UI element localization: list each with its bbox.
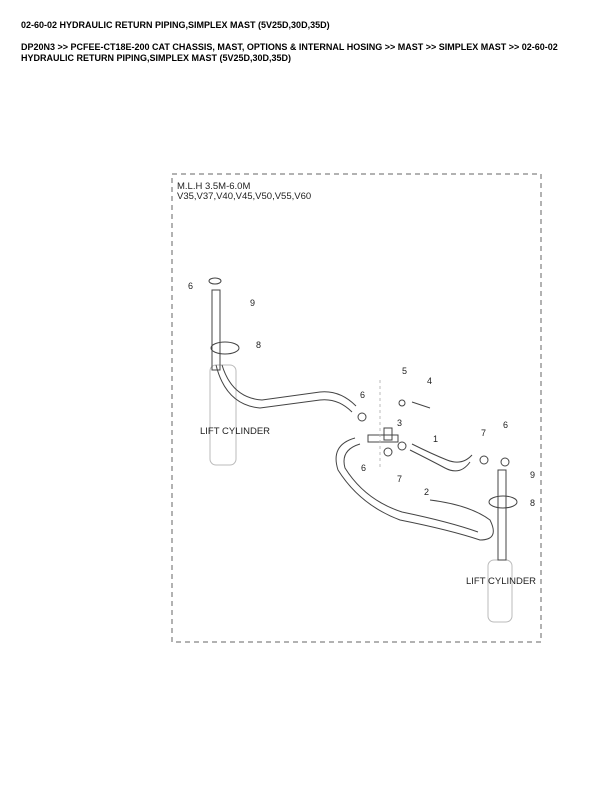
callout-6: 6: [361, 463, 366, 473]
callout-9: 9: [250, 298, 255, 308]
callout-3: 3: [397, 418, 402, 428]
callout-labels: 6 9 8 5 4 6 3 1 7 6 6 7 2 9 8 LIFT CYLIN…: [188, 281, 536, 587]
left-cylinder-label: LIFT CYLINDER: [200, 426, 270, 437]
callout-8: 8: [256, 340, 261, 350]
breadcrumb-line-1: DP20N3 >> PCFEE-CT18E-200 CAT CHASSIS, M…: [21, 42, 558, 52]
callout-6: 6: [503, 420, 508, 430]
breadcrumb: DP20N3 >> PCFEE-CT18E-200 CAT CHASSIS, M…: [21, 42, 558, 64]
callout-1: 1: [433, 434, 438, 444]
callout-8: 8: [530, 498, 535, 508]
note-line-2: V35,V37,V40,V45,V50,V55,V60: [177, 191, 311, 202]
note-line-1: M.L.H 3.5M-6.0M: [177, 181, 250, 192]
callout-4: 4: [427, 376, 432, 386]
page-title: 02-60-02 HYDRAULIC RETURN PIPING,SIMPLEX…: [21, 20, 330, 30]
diagram-border: [171, 173, 542, 643]
callout-9: 9: [530, 470, 535, 480]
callout-7: 7: [481, 428, 486, 438]
breadcrumb-line-2: HYDRAULIC RETURN PIPING,SIMPLEX MAST (5V…: [21, 53, 292, 63]
callout-6: 6: [188, 281, 193, 291]
callout-2: 2: [424, 487, 429, 497]
callout-7: 7: [397, 474, 402, 484]
right-lift-cylinder-drawing: [487, 469, 518, 623]
callout-6: 6: [360, 390, 365, 400]
hose-assembly-drawing: [335, 380, 510, 541]
left-lift-cylinder-drawing: [208, 277, 357, 466]
right-cylinder-label: LIFT CYLINDER: [466, 576, 536, 587]
callout-5: 5: [402, 366, 407, 376]
